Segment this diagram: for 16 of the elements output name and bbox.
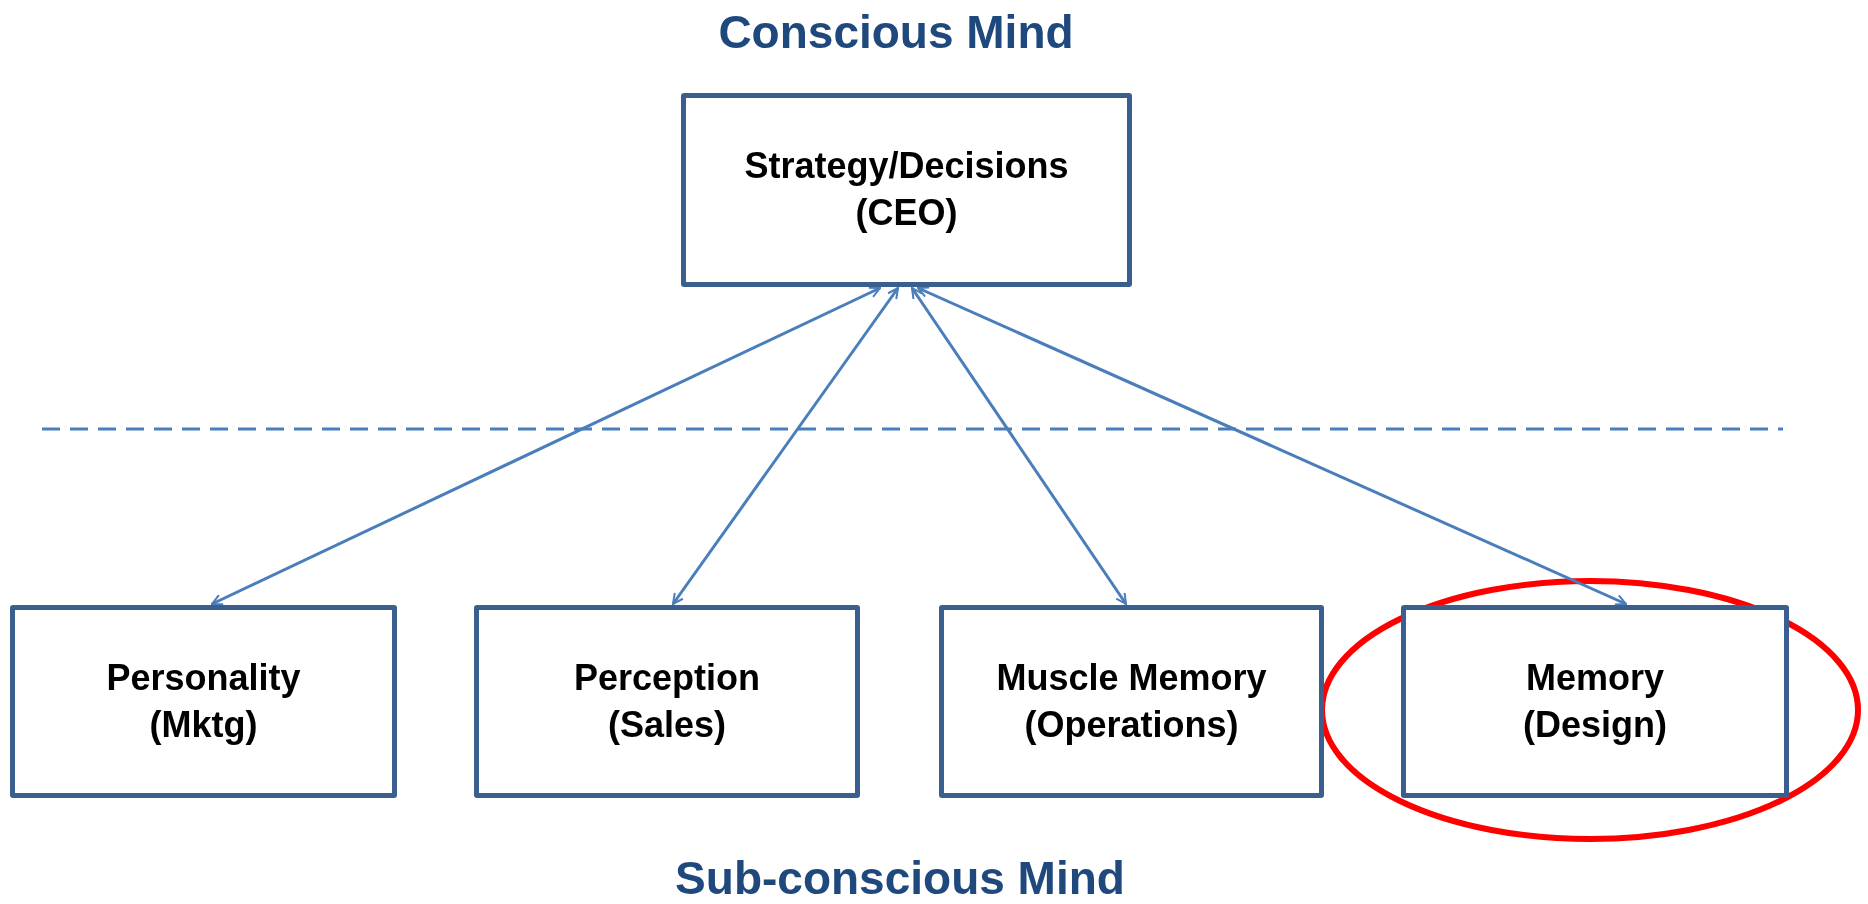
role-box xyxy=(10,605,397,798)
double-arrow xyxy=(211,286,881,606)
section-title: Sub-conscious Mind xyxy=(674,851,1126,904)
box-label: Muscle Memory (Operations) xyxy=(995,655,1268,747)
box-label: Perception (Sales) xyxy=(572,655,761,747)
double-arrow xyxy=(671,287,900,605)
diagram-title: Conscious Mind xyxy=(717,5,1075,60)
box-label: Personality (Mktg) xyxy=(105,655,302,747)
role-box xyxy=(1401,605,1789,798)
box-label: Memory (Design) xyxy=(1522,655,1668,747)
double-arrow xyxy=(910,287,1128,605)
role-box xyxy=(474,605,860,798)
double-arrow xyxy=(917,286,1627,606)
role-box xyxy=(681,93,1132,287)
box-label: Strategy/Decisions (CEO) xyxy=(743,144,1070,235)
role-box xyxy=(939,605,1324,798)
